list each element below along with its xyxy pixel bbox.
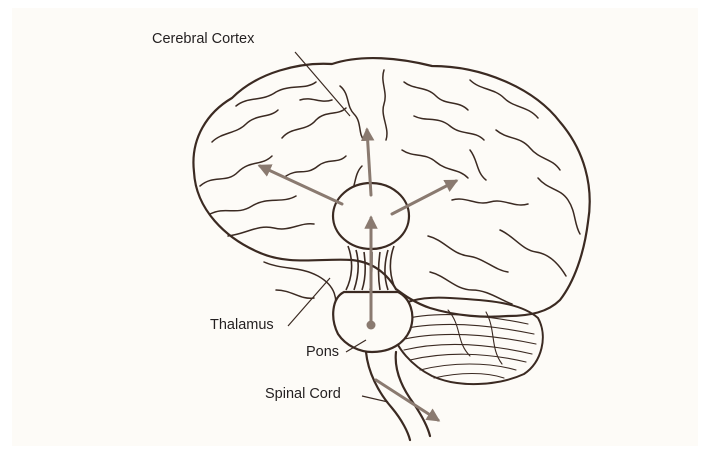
thalamus-label: Thalamus [210, 317, 274, 333]
pons-label: Pons [306, 344, 339, 360]
cerebral-cortex-label: Cerebral Cortex [152, 31, 254, 47]
spinal-cord-label: Spinal Cord [265, 386, 341, 402]
spinal-cord [366, 352, 430, 440]
pons-dot [367, 321, 376, 330]
cerebellum [392, 298, 543, 384]
